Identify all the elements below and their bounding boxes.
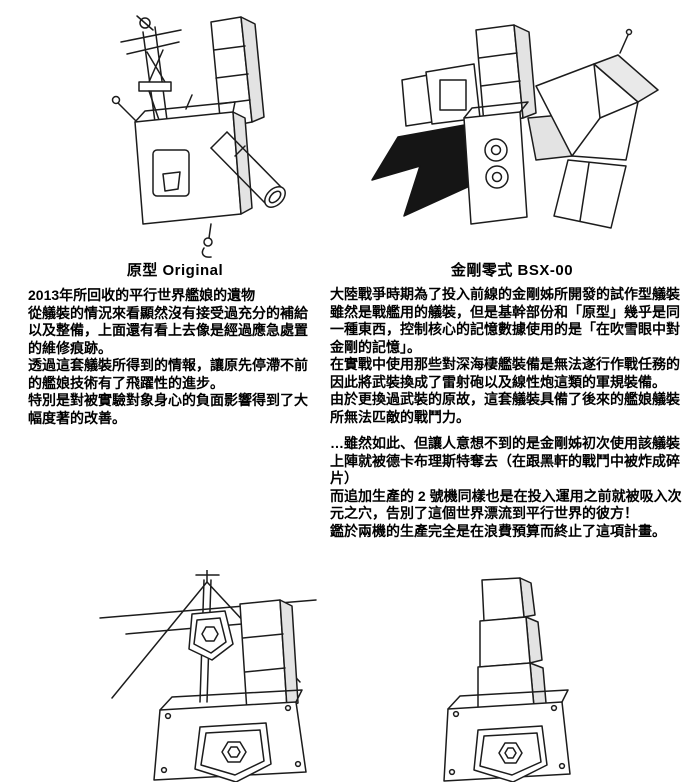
paragraph: 大陸戰爭時期為了投入前線的金剛姊所開發的試作型艤裝 <box>330 286 680 302</box>
shield-emblem-shape <box>194 722 272 782</box>
shield-emblem-shape <box>473 725 548 782</box>
mast-rigging-figure <box>88 570 323 782</box>
tower-shape <box>477 577 547 712</box>
side-box-shape <box>401 63 481 127</box>
paragraph: 在實戰中使用那些對深海棲艦裝備是無法遂行作戰任務的 <box>330 356 680 372</box>
paragraph: 而追加生產的 2 號機同樣也是在投入運用之前就被吸入次元之穴，告別了這個世界漂流… <box>330 487 682 522</box>
paragraph: 因此將武裝換成了雷射砲以及線性炮這類的軍規裝備。 <box>330 373 666 390</box>
hook-shape <box>201 223 213 258</box>
antenna-shape <box>619 28 633 54</box>
crows-nest-shape <box>188 610 234 661</box>
original-rigging-figure <box>85 10 295 260</box>
paragraph: 特別是對被實驗對象身心的負面影響得到了大幅度著的改善。 <box>28 392 308 426</box>
original-description: 2013年所回收的平行世界艦娘的遺物 從艤裝的情況來看顯然沒有接受過充分的補給以… <box>28 287 318 427</box>
bsx00-rigging-figure <box>368 20 668 255</box>
mast-shape <box>120 15 182 123</box>
armor-plates-shape <box>527 54 659 229</box>
black-drape-shape <box>371 123 471 217</box>
tower-shape <box>239 599 299 713</box>
paragraph: 雖然是戰艦用的艤裝，但是基幹部份和「原型」幾乎是同一種東西，控制核心的記憶數據使… <box>330 303 680 355</box>
cannon-shape <box>210 131 286 208</box>
bsx00-description: 大陸戰爭時期為了投入前線的金剛姊所開發的試作型艤裝 雖然是戰艦用的艤裝，但是基幹… <box>330 286 688 540</box>
paragraph: 鑑於兩機的生產完全是在浪費預算而終止了這項計畫。 <box>330 522 666 539</box>
paragraph: 2013年所回收的平行世界艦娘的遺物 <box>28 287 256 303</box>
body-shape <box>134 94 253 225</box>
body-shape <box>463 101 529 225</box>
tower-shape <box>475 24 537 125</box>
paragraph: 從艤裝的情況來看顯然沒有接受過充分的補給以及整備，上面還有看上去像是經過應急處置… <box>28 304 308 356</box>
original-caption: 原型 Original <box>126 262 224 279</box>
paragraph: …雖然如此、但讓人意想不到的是金剛姊初次使用該艤裝上陣就被德卡布理斯特奪去（在跟… <box>330 435 680 486</box>
tower-shape <box>210 16 265 129</box>
bsx00-caption: 金剛零式 BSX-00 <box>450 262 574 279</box>
paragraph: 由於更換過武裝的原故，這套艤裝具備了後來的艦娘艤裝所無法匹敵的戰鬥力。 <box>330 391 680 425</box>
paragraph: 透過這套艤裝所得到的情報，讓原先停滯不前的艦娘技術有了飛躍性的進步。 <box>28 357 308 391</box>
tower-rigging-figure <box>412 574 597 782</box>
